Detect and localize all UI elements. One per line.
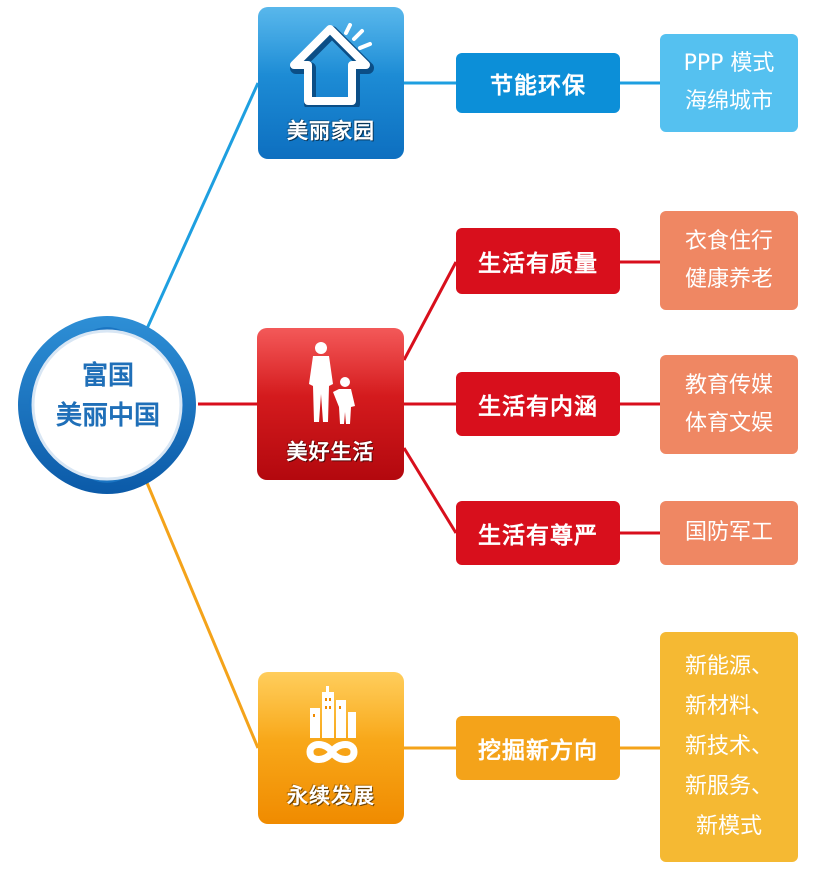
leaf-item: 教育传媒 [684,372,773,398]
city-infinity-icon [306,686,358,763]
leaf-item: 新模式 [695,814,762,839]
leaf-item: 衣食住行 [684,228,773,254]
center-line-1: 富国 [81,361,134,391]
center-line-2: 美丽中国 [55,401,160,431]
topic-energy-saving[interactable]: 节能环保 [456,53,620,113]
topic-life-dignity[interactable]: 生活有尊严 [456,501,620,565]
leaf-energy-saving: PPP 模式 海绵城市 [660,34,798,132]
tile-sustainable-development[interactable]: 永续发展 [258,672,404,824]
leaf-item: 新能源、 [684,654,773,679]
tile-better-life[interactable]: 美好生活 [257,328,404,480]
blue-connectors [143,81,660,334]
leaf-life-meaning: 教育传媒 体育文娱 [660,355,798,454]
house-icon [290,23,374,107]
leaf-item: 国防军工 [684,520,773,545]
parent-child-icon [309,342,355,424]
topic-life-meaning[interactable]: 生活有内涵 [456,372,620,436]
topic-new-direction[interactable]: 挖掘新方向 [456,716,620,780]
tile-label: 永续发展 [287,784,375,808]
leaf-item: 体育文娱 [684,410,773,436]
orange-connectors [143,477,660,750]
leaf-item: 新技术、 [684,734,773,759]
tile-label: 美好生活 [286,440,375,464]
red-connectors [198,260,660,535]
leaf-new-direction: 新能源、 新材料、 新技术、 新服务、 新模式 [660,632,798,862]
leaf-life-dignity: 国防军工 [660,501,798,565]
tile-label: 美丽家园 [287,119,375,143]
leaf-life-quality: 衣食住行 健康养老 [660,211,798,310]
tile-beautiful-home[interactable]: 美丽家园 [258,7,404,159]
center-emblem [18,316,196,494]
leaf-item: PPP 模式 [683,51,775,76]
center-title: 富国 美丽中国 [48,356,168,436]
leaf-item: 新材料、 [684,694,773,719]
leaf-item: 海绵城市 [684,89,773,114]
leaf-item: 健康养老 [684,266,773,292]
leaf-item: 新服务、 [684,774,773,799]
topic-life-quality[interactable]: 生活有质量 [456,228,620,294]
